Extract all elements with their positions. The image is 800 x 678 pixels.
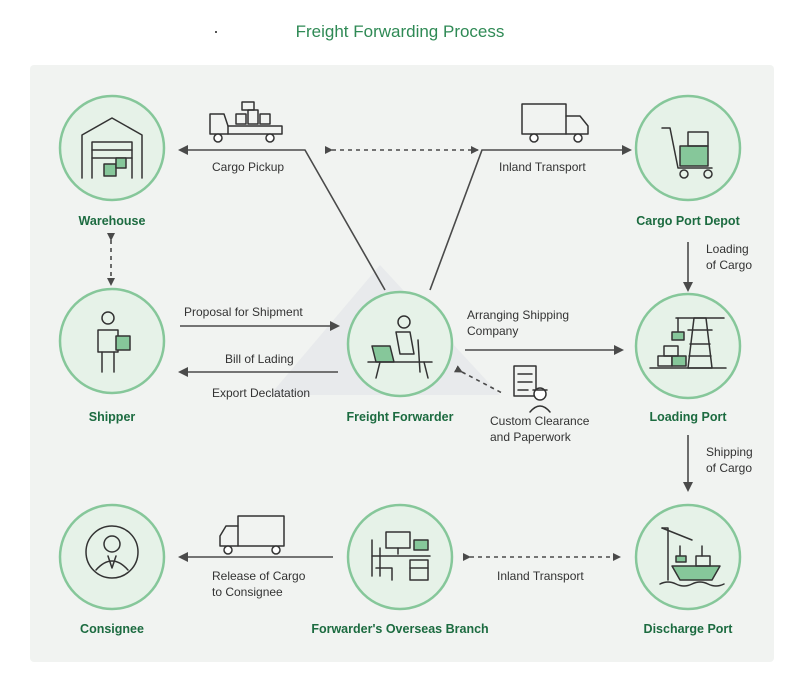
diagram-title: Freight Forwarding Process — [295, 22, 505, 41]
arranging-label-1: Arranging Shipping — [467, 308, 570, 322]
freight-forwarder-node — [346, 290, 454, 398]
office-icon — [371, 531, 431, 581]
bill-of-lading-label: Bill of Lading — [225, 352, 294, 366]
release-label-2: to Consignee — [212, 585, 283, 599]
release-label-1: Release of Cargo — [212, 569, 306, 583]
cargo-pickup-label: Cargo Pickup — [212, 160, 285, 174]
warehouse-node — [58, 94, 166, 202]
shipper-icon — [97, 311, 131, 373]
shipper-label: Shipper — [88, 410, 136, 424]
delivery-truck-bottom-icon — [219, 515, 285, 555]
shipping-of-cargo-label-2: of Cargo — [706, 461, 753, 475]
custom-clearance-label-1: Custom Clearance — [490, 414, 590, 428]
overseas-branch-node — [346, 503, 454, 611]
loading-port-node — [634, 292, 742, 400]
export-declaration-label: Export Declatation — [212, 386, 311, 400]
trolley-icon — [661, 127, 713, 179]
inland-transport-top-label: Inland Transport — [499, 160, 586, 174]
discharge-port-node — [634, 503, 742, 611]
consignee-label: Consignee — [80, 622, 144, 636]
discharge-port-label: Discharge Port — [643, 622, 733, 636]
pickup-truck-icon — [209, 101, 283, 143]
warehouse-label: Warehouse — [78, 214, 146, 228]
warehouse-icon — [81, 117, 143, 179]
proposal-label: Proposal for Shipment — [184, 305, 303, 319]
freight-forwarder-label: Freight Forwarder — [346, 410, 454, 424]
loading-of-cargo-label-1: Loading — [706, 242, 749, 256]
arranging-label-2: Company — [467, 324, 519, 338]
delivery-truck-top-icon — [521, 103, 589, 143]
loading-of-cargo-label-2: of Cargo — [706, 258, 753, 272]
inland-transport-bottom-label: Inland Transport — [497, 569, 584, 583]
consignee-node — [58, 503, 166, 611]
inland-transport-top-line — [429, 145, 632, 291]
loading-port-icon — [649, 317, 727, 369]
shipping-of-cargo-label-1: Shipping — [706, 445, 753, 459]
overseas-branch-label: Forwarder's Overseas Branch — [311, 622, 489, 636]
cargo-port-depot-label: Cargo Port Depot — [636, 214, 740, 228]
ship-icon — [659, 527, 725, 587]
customs-officer-icon — [513, 365, 551, 413]
shipper-node — [58, 287, 166, 395]
cargo-pickup-line — [178, 145, 386, 291]
freight-forwarder-icon — [367, 315, 433, 379]
custom-clearance-label-2: and Paperwork — [490, 430, 571, 444]
loading-port-label: Loading Port — [649, 410, 727, 424]
consignee-icon — [85, 525, 139, 579]
stray-dot — [215, 31, 217, 33]
